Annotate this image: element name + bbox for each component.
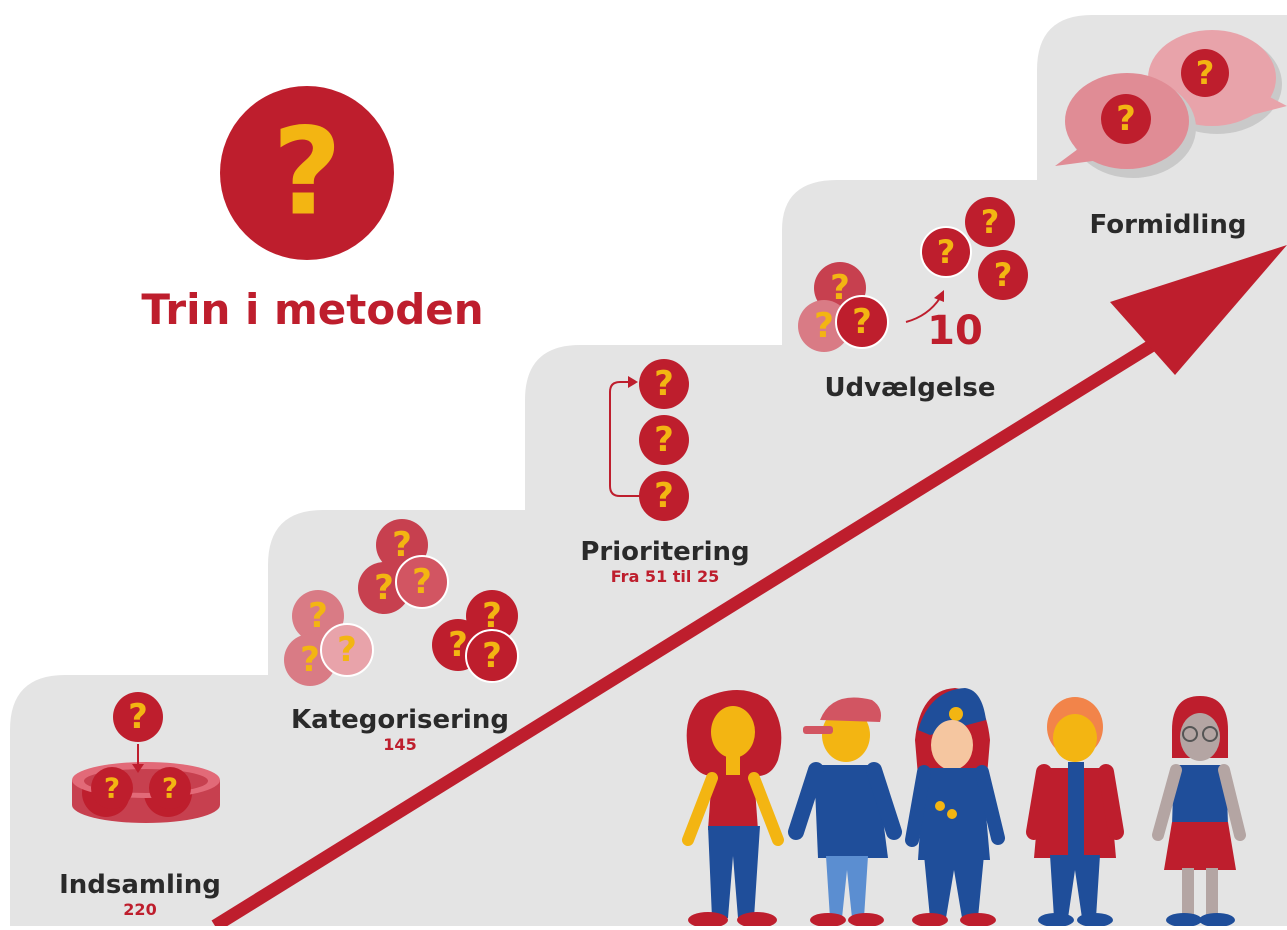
step-prioritering: Prioritering Fra 51 til 25 bbox=[545, 537, 785, 586]
question-bubble-icon: ? bbox=[639, 415, 689, 465]
people-group bbox=[682, 688, 1246, 928]
question-mark: ? bbox=[1196, 54, 1215, 92]
question-mark: ? bbox=[937, 233, 956, 271]
step-label: Kategorisering bbox=[291, 705, 509, 735]
question-bubble-icon: ? bbox=[1101, 94, 1151, 144]
question-mark: ? bbox=[654, 476, 674, 516]
question-bubble-icon: ? bbox=[965, 197, 1015, 247]
udvaelgelse-count: 10 bbox=[927, 308, 983, 354]
question-bubble-icon: ? bbox=[465, 629, 519, 683]
large-question-mark: ? bbox=[272, 104, 342, 243]
question-mark: ? bbox=[654, 420, 674, 460]
question-mark: ? bbox=[374, 568, 394, 608]
question-mark: ? bbox=[482, 596, 502, 636]
person-1 bbox=[682, 690, 784, 928]
person-2 bbox=[788, 697, 902, 927]
step-value: 145 bbox=[383, 735, 417, 754]
formidling-icon: ? ? bbox=[1055, 30, 1287, 178]
step-label: Prioritering bbox=[580, 537, 750, 567]
question-mark: ? bbox=[654, 364, 674, 404]
question-bubble-icon: ? bbox=[395, 555, 449, 609]
step-indsamling: Indsamling 220 bbox=[40, 870, 240, 919]
step-label: Formidling bbox=[1089, 210, 1247, 240]
question-mark: ? bbox=[482, 636, 502, 676]
question-bubble-icon: ? bbox=[639, 471, 689, 521]
question-bubble-icon: ? bbox=[320, 623, 374, 677]
step-label: Indsamling bbox=[59, 870, 221, 900]
step-label: Udvælgelse bbox=[824, 373, 996, 403]
question-mark: ? bbox=[814, 306, 834, 346]
question-bubble-icon: ? bbox=[920, 226, 972, 278]
step-value: Fra 51 til 25 bbox=[610, 567, 720, 586]
step-kategorisering: Kategorisering 145 bbox=[275, 705, 525, 754]
question-mark: ? bbox=[300, 640, 320, 680]
kategorisering-icon: ? ? ? ? ? ? ? ? ? bbox=[284, 519, 519, 686]
question-bubble-icon: ? bbox=[91, 767, 133, 809]
page-title: Trin i metoden bbox=[141, 285, 484, 334]
question-mark: ? bbox=[104, 772, 120, 805]
person-5 bbox=[1152, 696, 1246, 927]
question-bubble-icon: ? bbox=[149, 767, 191, 809]
person-4 bbox=[1026, 697, 1124, 927]
step-formidling: Formidling bbox=[1068, 210, 1268, 240]
question-mark: ? bbox=[392, 525, 412, 565]
question-bubble-icon: ? bbox=[639, 359, 689, 409]
question-mark: ? bbox=[162, 772, 178, 805]
question-mark: ? bbox=[1116, 99, 1136, 139]
udvaelgelse-icon: ? ? ? ? ? ? bbox=[798, 197, 1028, 352]
question-mark: ? bbox=[128, 697, 148, 737]
question-mark: ? bbox=[994, 256, 1013, 294]
growth-arrow bbox=[211, 245, 1287, 930]
question-bubble-icon: ? bbox=[113, 692, 163, 742]
question-mark: ? bbox=[852, 302, 872, 342]
step-value: 220 bbox=[123, 900, 157, 919]
indsamling-icon: ? ? ? ? ? bbox=[72, 692, 220, 823]
large-question-icon: ? bbox=[220, 86, 394, 260]
question-mark: ? bbox=[830, 268, 850, 308]
question-mark: ? bbox=[981, 203, 1000, 241]
question-bubble-icon: ? bbox=[978, 250, 1028, 300]
prioritering-icon: ? ? ? bbox=[609, 359, 689, 521]
question-mark: ? bbox=[308, 596, 328, 636]
step-udvaelgelse: Udvælgelse bbox=[790, 373, 1030, 403]
question-bubble-icon: ? bbox=[835, 295, 889, 349]
person-3 bbox=[905, 688, 1005, 927]
question-bubble-icon: ? bbox=[1181, 49, 1229, 97]
question-bubble-icon: ? bbox=[466, 590, 518, 642]
question-mark: ? bbox=[448, 625, 468, 665]
question-mark: ? bbox=[412, 562, 432, 602]
question-mark: ? bbox=[337, 630, 357, 670]
